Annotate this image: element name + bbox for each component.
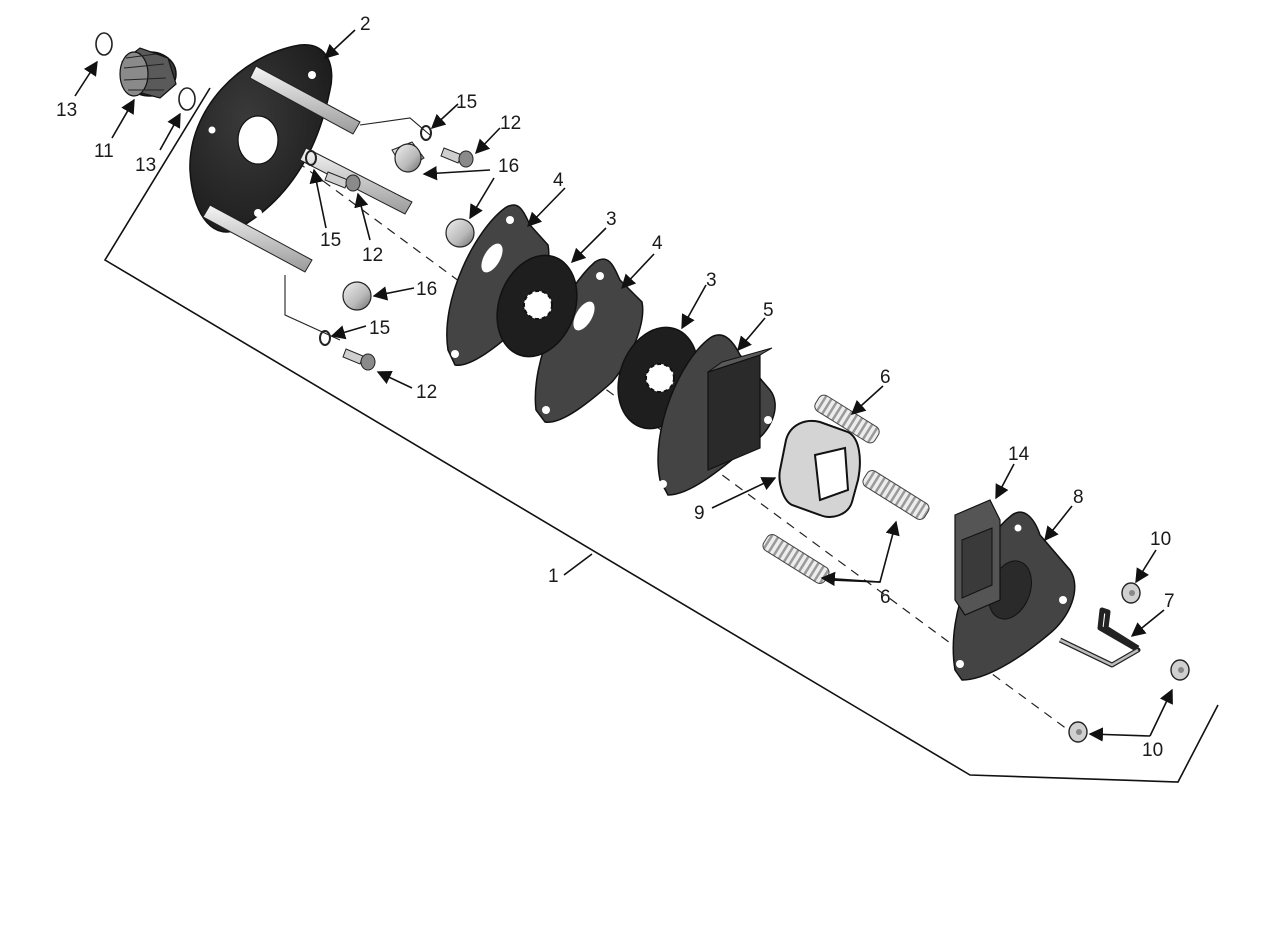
spring-bottom bbox=[762, 534, 830, 584]
callout-4-front: 4 bbox=[553, 170, 564, 191]
retaining-ring-left bbox=[95, 32, 113, 56]
coil bbox=[778, 420, 861, 518]
callout-1: 1 bbox=[548, 566, 559, 587]
washer-top bbox=[420, 125, 432, 141]
callout-14: 14 bbox=[1008, 444, 1030, 465]
spacer-bushing-lower bbox=[342, 281, 372, 311]
washer-lower bbox=[319, 330, 331, 346]
nut-upper bbox=[1121, 582, 1141, 604]
nut-lower bbox=[1068, 721, 1088, 743]
friction-disc-front bbox=[496, 254, 578, 358]
spacer-bushing-middle bbox=[445, 218, 475, 248]
leader-lines bbox=[74, 29, 1173, 742]
axis-line-top bbox=[359, 117, 431, 136]
callout-8: 8 bbox=[1073, 487, 1084, 508]
callout-12-lower: 12 bbox=[416, 382, 437, 403]
screw-middle bbox=[324, 171, 361, 192]
callout-3-rear: 3 bbox=[706, 270, 717, 291]
callout-2: 2 bbox=[360, 14, 371, 35]
callout-6-bottom: 6 bbox=[880, 587, 891, 608]
screw-lower bbox=[342, 348, 376, 371]
callout-5: 5 bbox=[763, 300, 774, 321]
brake-plate-front bbox=[446, 204, 550, 366]
callout-15-middle: 15 bbox=[320, 230, 341, 251]
spacer-bushing-top bbox=[391, 141, 425, 173]
brake-housing bbox=[657, 334, 776, 496]
callout-3-front: 3 bbox=[606, 209, 617, 230]
callout-16-lower: 16 bbox=[416, 279, 437, 300]
axis-line-bolts bbox=[284, 275, 341, 341]
assembly-bracket-line bbox=[103, 87, 1219, 783]
callout-13-right: 13 bbox=[135, 155, 156, 176]
callout-9: 9 bbox=[694, 503, 705, 524]
callout-16-top: 16 bbox=[498, 156, 519, 177]
pinion-gear bbox=[119, 47, 177, 99]
switch-bracket bbox=[954, 499, 1001, 616]
washer-middle bbox=[305, 150, 317, 166]
callout-4-rear: 4 bbox=[652, 233, 663, 254]
callout-11: 11 bbox=[94, 141, 114, 162]
nut-right bbox=[1170, 659, 1190, 681]
callout-7: 7 bbox=[1164, 591, 1175, 612]
callout-12-top: 12 bbox=[500, 113, 521, 134]
callout-10-upper: 10 bbox=[1150, 529, 1171, 550]
screw-top bbox=[440, 147, 474, 168]
callout-labels: 2 13 11 13 15 12 16 15 12 16 15 12 4 3 4… bbox=[56, 14, 1175, 761]
retaining-ring-right bbox=[178, 87, 196, 111]
callout-15-lower: 15 bbox=[369, 318, 390, 339]
callout-6-top: 6 bbox=[880, 367, 891, 388]
callout-15-top: 15 bbox=[456, 92, 477, 113]
callout-12-middle: 12 bbox=[362, 245, 383, 266]
spring-middle bbox=[862, 470, 930, 520]
callout-13-left: 13 bbox=[56, 100, 77, 121]
callout-10-lower: 10 bbox=[1142, 740, 1163, 761]
